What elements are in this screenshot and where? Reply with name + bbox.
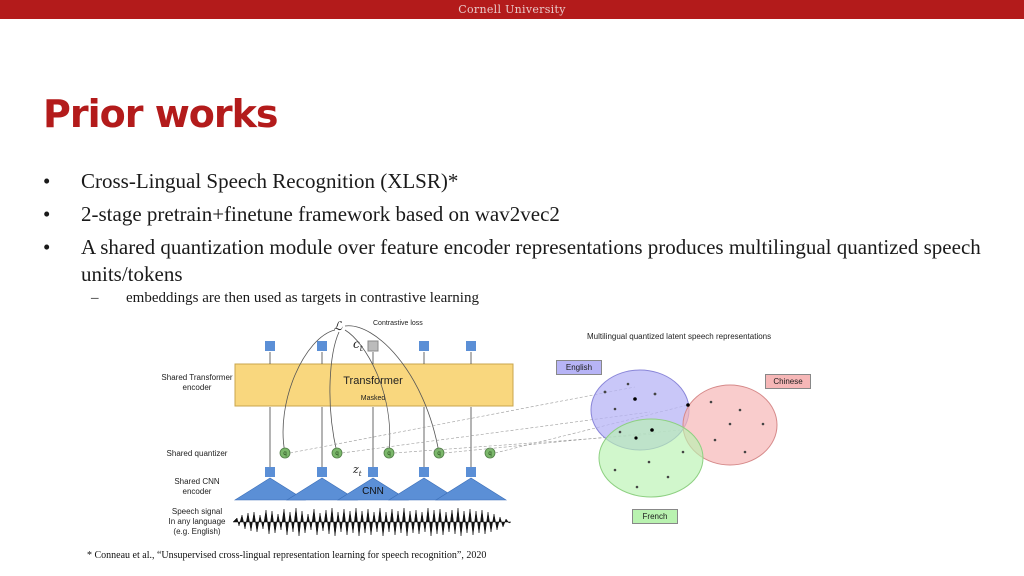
xlsr-diagram: Transformer Masked Shared Transformer en… (161, 319, 778, 537)
contrastive-loss-label: Contrastive loss (373, 320, 423, 327)
bullet-marker: • (43, 169, 51, 193)
shared-transformer-label-2: encoder (183, 383, 212, 392)
slide-title: Prior works (43, 92, 279, 136)
output-token (466, 341, 476, 351)
bullet-marker: • (43, 235, 51, 259)
university-name: Cornell University (458, 3, 566, 16)
transformer-label: Transformer (343, 375, 403, 387)
shared-quantizer-label: Shared quantizer (167, 449, 228, 458)
shared-transformer-label: Shared Transformer (161, 373, 232, 382)
speech-signal-label: Speech signal (172, 507, 222, 516)
bullet-item: • A shared quantization module over feat… (43, 234, 1013, 288)
xlsr-figure: Transformer Masked Shared Transformer en… (155, 312, 811, 544)
footnote: * Conneau et al., “Unsupervised cross-li… (87, 550, 487, 561)
bullet-item: • Cross-Lingual Speech Recognition (XLSR… (43, 168, 1013, 195)
svg-text:q: q (283, 451, 286, 457)
speech-signal-label-3: (e.g. English) (173, 527, 220, 536)
latent-space-title: Multilingual quantized latent speech rep… (587, 332, 771, 341)
bullet-text: A shared quantization module over featur… (81, 235, 981, 286)
sub-bullet: – embeddings are then used as targets in… (91, 290, 479, 307)
french-cluster (598, 418, 704, 498)
english-label: English (556, 360, 602, 375)
quantizer-labels: q q q q q (283, 451, 491, 457)
shared-cnn-label-2: encoder (183, 487, 212, 496)
svg-text:q: q (335, 451, 338, 457)
output-arrows (269, 352, 472, 364)
latent-tokens (265, 467, 476, 477)
output-token (419, 341, 429, 351)
output-token (317, 341, 327, 351)
cnn-label: CNN (362, 486, 384, 497)
output-token (265, 341, 275, 351)
speech-waveform (232, 507, 512, 537)
output-token-target (367, 340, 379, 352)
header-bar: Cornell University (0, 0, 1024, 19)
sub-bullet-marker: – (91, 290, 99, 306)
bullet-list: • Cross-Lingual Speech Recognition (XLSR… (43, 168, 1013, 294)
bullet-item: • 2-stage pretrain+finetune framework ba… (43, 201, 1013, 228)
ct-label: ct (353, 337, 364, 353)
latent-points (603, 382, 765, 489)
zt-label: zt (352, 463, 362, 478)
svg-text:q: q (488, 451, 491, 457)
svg-text:q: q (387, 451, 390, 457)
bullet-text: Cross-Lingual Speech Recognition (XLSR)* (81, 169, 459, 193)
bullet-text: 2-stage pretrain+finetune framework base… (81, 202, 560, 226)
sub-bullet-text: embeddings are then used as targets in c… (126, 290, 479, 306)
shared-cnn-label: Shared CNN (174, 477, 220, 486)
transformer-block (234, 363, 514, 407)
french-label: French (632, 509, 678, 524)
loss-symbol: ℒ (334, 319, 343, 333)
encoder-arrows (269, 407, 472, 467)
svg-text:q: q (437, 451, 440, 457)
speech-signal-label-2: In any language (169, 517, 226, 526)
bullet-marker: • (43, 202, 51, 226)
masked-label: Masked (361, 395, 386, 402)
cnn-encoder (233, 477, 508, 501)
chinese-label: Chinese (765, 374, 811, 389)
quantizer-nodes (279, 447, 496, 459)
